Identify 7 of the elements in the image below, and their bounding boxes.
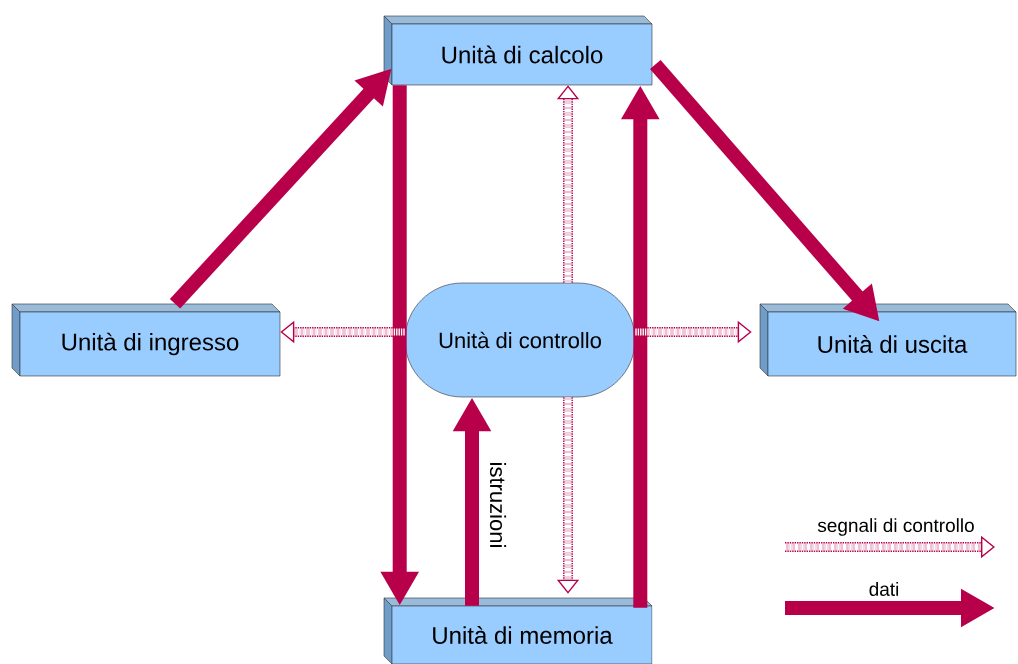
unit-box: Unità di ingresso xyxy=(11,303,281,377)
legend-label: segnali di controllo xyxy=(817,518,974,536)
legend-label: dati xyxy=(869,582,899,596)
unit-box: Unità di calcolo xyxy=(383,15,653,86)
edge-label: istruzioni xyxy=(489,463,507,547)
unit-box: Unità di memoria xyxy=(383,597,653,664)
unit-box: Unità di uscita xyxy=(759,303,1017,377)
